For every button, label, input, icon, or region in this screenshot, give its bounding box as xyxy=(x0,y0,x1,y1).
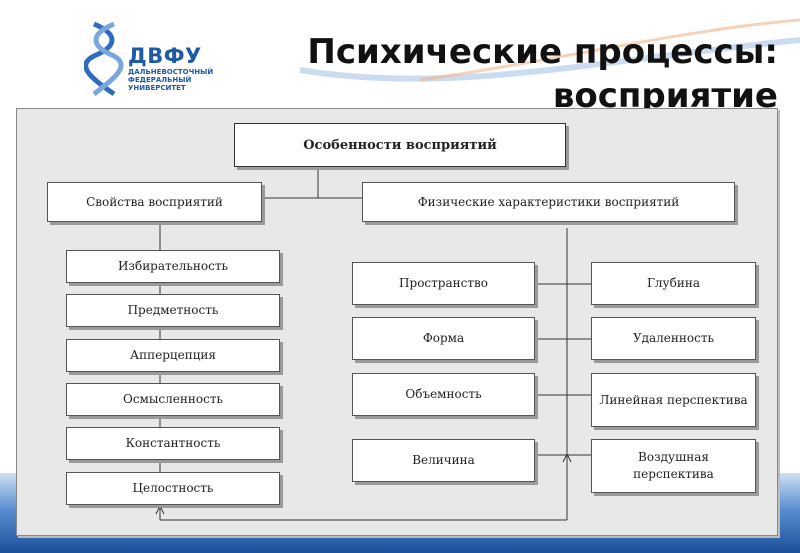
title-line-1: Психические процессы: xyxy=(307,32,778,72)
slide-title: Психические процессы: восприятие xyxy=(307,30,778,118)
property-box: Целостность xyxy=(66,472,280,505)
left-header-box: Свойства восприятий xyxy=(47,182,262,222)
property-box: Предметность xyxy=(66,294,280,327)
university-logo xyxy=(83,20,214,98)
root-box: Особенности восприятий xyxy=(234,123,566,167)
depth-box: Линейная перспектива xyxy=(591,373,756,427)
property-box: Апперцепция xyxy=(66,339,280,372)
physical-box: Объемность xyxy=(352,373,535,416)
property-box: Константность xyxy=(66,427,280,460)
logo-name: ДВФУ xyxy=(128,44,202,68)
depth-box: Воздушная перспектива xyxy=(591,439,756,493)
property-box: Осмысленность xyxy=(66,383,280,416)
logo-subtitle: ДАЛЬНЕВОСТОЧНЫЙ ФЕДЕРАЛЬНЫЙ УНИВЕРСИТЕТ xyxy=(128,68,214,92)
property-box: Избирательность xyxy=(66,250,280,283)
right-header-box: Физические характеристики восприятий xyxy=(362,182,735,222)
physical-box: Пространство xyxy=(352,262,535,305)
depth-box: Глубина xyxy=(591,262,756,305)
dna-helix-icon xyxy=(83,21,124,97)
depth-box: Удаленность xyxy=(591,317,756,360)
physical-box: Форма xyxy=(352,317,535,360)
physical-box: Величина xyxy=(352,439,535,482)
